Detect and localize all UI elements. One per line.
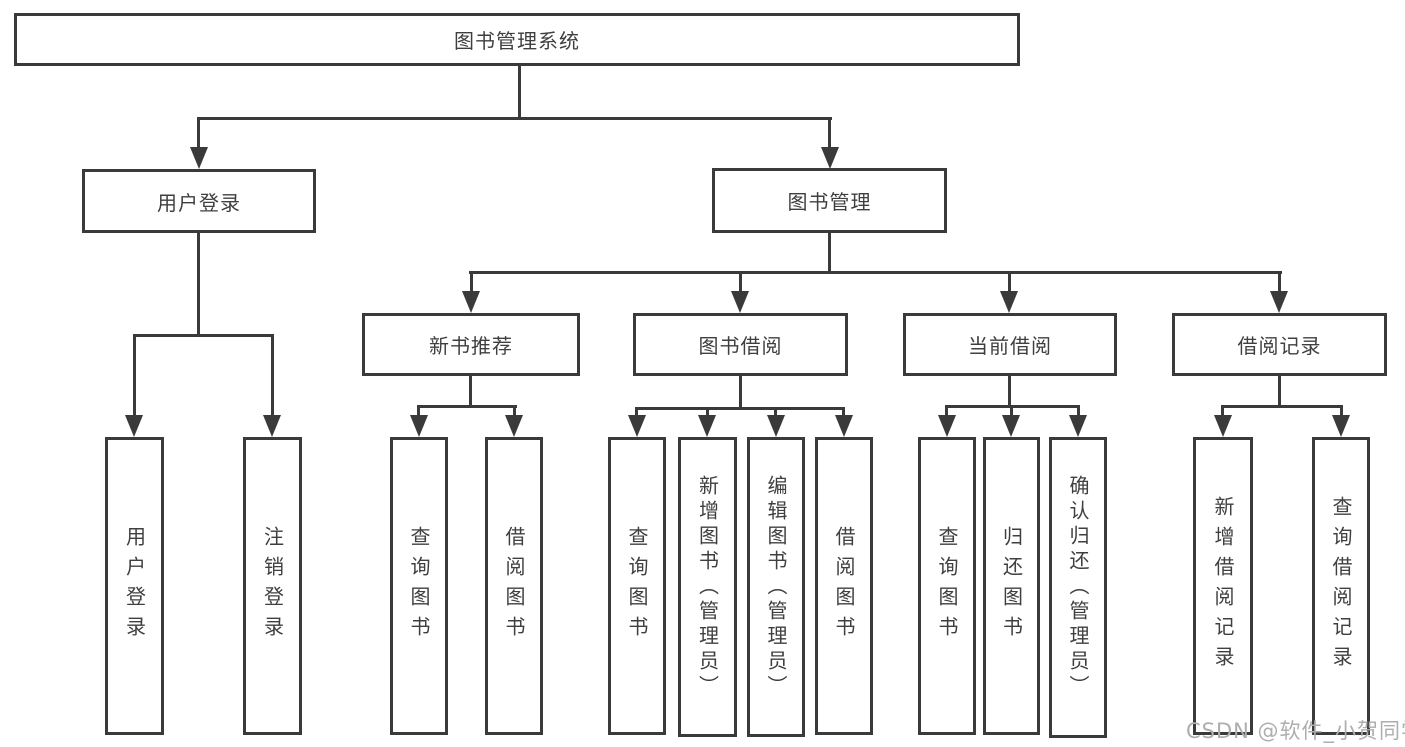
node-current-borrow: 当前借阅 xyxy=(903,313,1117,376)
connector-borrow-records-trunk xyxy=(1278,376,1281,407)
connector-to-nb-query xyxy=(417,405,420,415)
connector-user-login-trunk xyxy=(197,233,200,337)
connector-new-books-split xyxy=(417,405,517,408)
leaf-cb-confirm-return-admin: 确认归还（管理员） xyxy=(1049,437,1107,738)
arrowhead-nb-borrow xyxy=(505,415,523,437)
arrowhead-book-borrow xyxy=(731,291,749,313)
leaf-user-login: 用户登录 xyxy=(105,437,164,735)
leaf-nb-borrow-books: 借阅图书 xyxy=(485,437,543,735)
connector-current-borrow-trunk xyxy=(1008,376,1011,407)
arrowhead-leaf-logout xyxy=(263,415,281,437)
arrowhead-leaf-user-login xyxy=(125,415,143,437)
connector-to-bb-edit xyxy=(774,407,777,415)
arrowhead-cb-confirm xyxy=(1069,415,1087,437)
node-book-borrow: 图书借阅 xyxy=(633,313,848,376)
leaf-bb-edit-books-admin: 编辑图书（管理员） xyxy=(747,437,805,737)
connector-user-login-split xyxy=(133,334,274,337)
arrowhead-cb-return xyxy=(1002,415,1020,437)
csdn-watermark: CSDN @软件_小贺同学 xyxy=(1186,719,1405,743)
connector-to-cb-return xyxy=(1010,405,1013,415)
connector-book-borrow-trunk xyxy=(739,376,742,409)
leaf-bb-query-books: 查询图书 xyxy=(608,437,666,735)
connector-to-book-borrow xyxy=(739,271,742,291)
node-book-management: 图书管理 xyxy=(712,168,947,233)
connector-borrow-records-split xyxy=(1221,405,1343,408)
arrowhead-bb-borrow xyxy=(835,415,853,437)
node-borrow-records: 借阅记录 xyxy=(1172,313,1387,376)
connector-to-current-borrow xyxy=(1008,271,1011,291)
arrowhead-book-management xyxy=(821,147,839,169)
arrowhead-nb-query xyxy=(410,415,428,437)
arrowhead-new-books xyxy=(462,291,480,313)
connector-to-leaf-user-login xyxy=(133,334,136,415)
connector-to-br-query xyxy=(1340,405,1343,415)
connector-new-books-trunk xyxy=(469,376,472,407)
leaf-logout: 注销登录 xyxy=(243,437,302,735)
arrowhead-br-add xyxy=(1214,415,1232,437)
connector-book-management-trunk xyxy=(828,231,831,273)
leaf-cb-return-books: 归还图书 xyxy=(983,437,1040,735)
arrowhead-current-borrow xyxy=(1000,291,1018,313)
connector-to-cb-confirm xyxy=(1077,405,1080,415)
connector-level2-horizontal xyxy=(197,117,832,120)
leaf-nb-query-books: 查询图书 xyxy=(390,437,448,735)
leaf-bb-borrow-books: 借阅图书 xyxy=(815,437,873,735)
node-new-book-recommend: 新书推荐 xyxy=(362,313,580,376)
connector-to-new-books xyxy=(470,271,473,291)
connector-to-br-add xyxy=(1221,405,1224,415)
connector-to-cb-query xyxy=(945,405,948,415)
node-user-login: 用户登录 xyxy=(82,169,316,233)
arrowhead-bb-query xyxy=(628,415,646,437)
connector-to-user-login xyxy=(197,117,200,147)
connector-to-bb-query xyxy=(635,407,638,415)
arrowhead-cb-query xyxy=(938,415,956,437)
leaf-cb-query-books: 查询图书 xyxy=(918,437,976,735)
leaf-br-add-record: 新增借阅记录 xyxy=(1193,437,1253,735)
leaf-bb-add-books-admin: 新增图书（管理员） xyxy=(678,437,737,737)
node-library-management-system: 图书管理系统 xyxy=(14,13,1020,66)
arrowhead-bb-add xyxy=(698,415,716,437)
arrowhead-user-login xyxy=(190,147,208,169)
arrowhead-borrow-records xyxy=(1270,291,1288,313)
connector-root-trunk xyxy=(518,64,521,120)
leaf-br-query-record: 查询借阅记录 xyxy=(1312,437,1370,735)
connector-level3-horizontal xyxy=(469,271,1282,274)
connector-to-bb-borrow xyxy=(842,407,845,415)
connector-book-borrow-split xyxy=(635,407,845,410)
connector-to-leaf-logout xyxy=(271,334,274,415)
arrowhead-br-query xyxy=(1332,415,1350,437)
arrowhead-bb-edit xyxy=(767,415,785,437)
connector-to-book-management xyxy=(828,117,831,147)
connector-to-bb-add xyxy=(706,407,709,415)
connector-to-nb-borrow xyxy=(513,405,516,415)
connector-to-borrow-records xyxy=(1278,271,1281,291)
